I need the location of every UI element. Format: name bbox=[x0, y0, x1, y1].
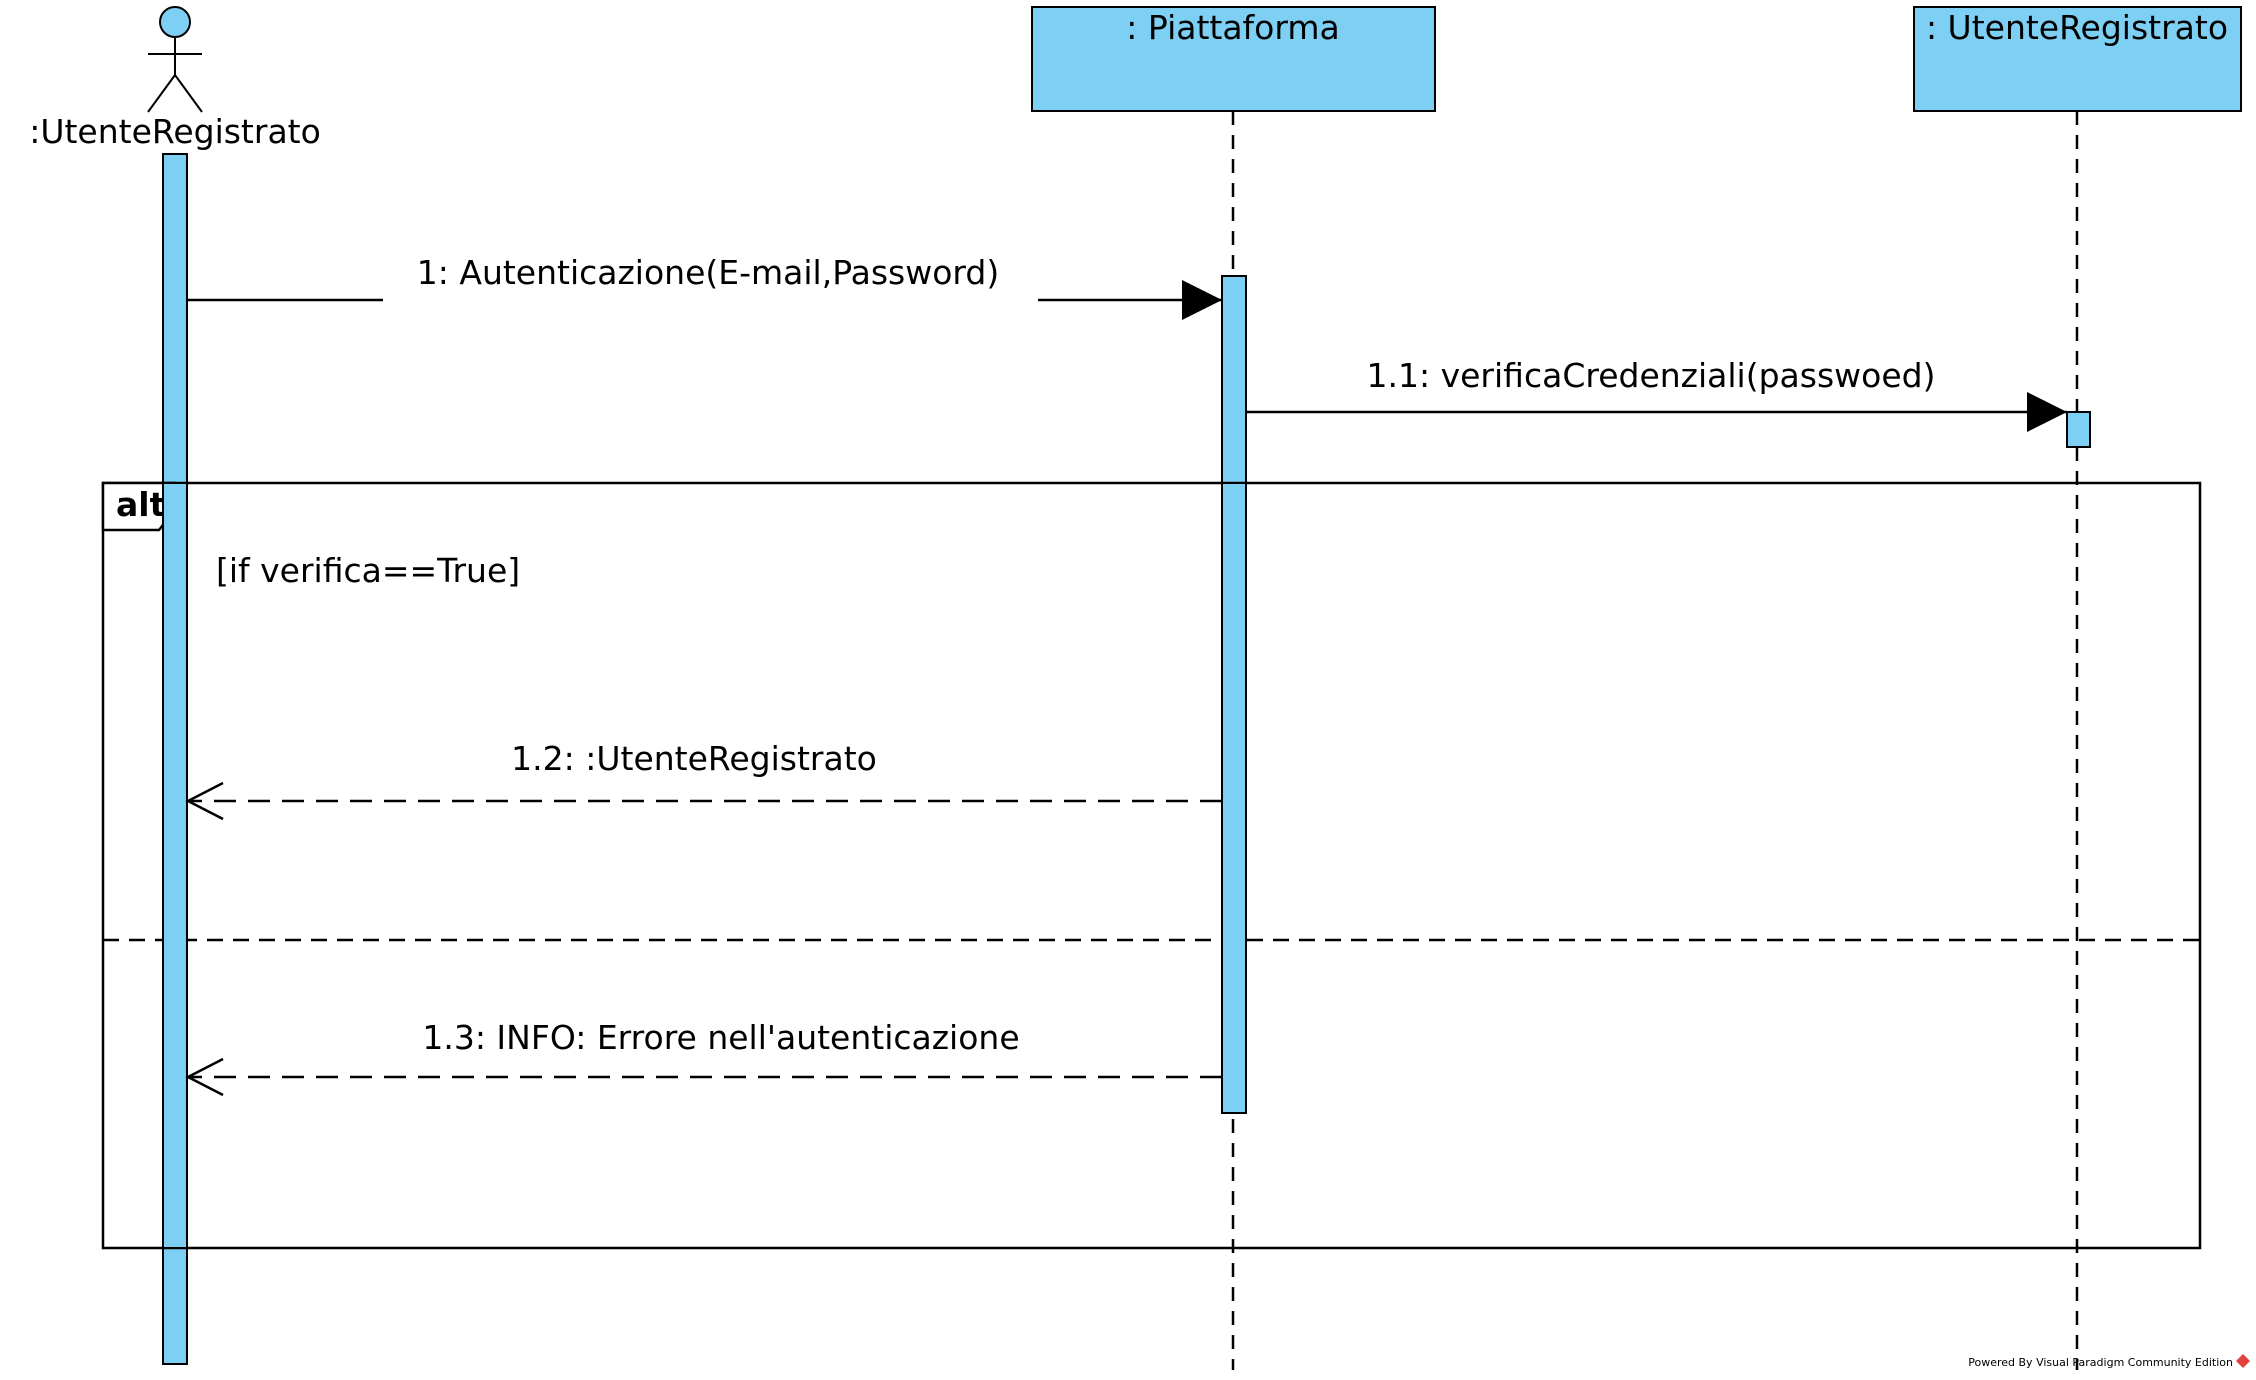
alt-frame bbox=[101, 481, 2202, 1250]
alt-guard-label: [if verifica==True] bbox=[216, 551, 520, 590]
actor-head-icon bbox=[159, 6, 191, 38]
message-1-3-label: 1.3: INFO: Errore nell'autenticazione bbox=[422, 1018, 1019, 1057]
message-1-1-label: 1.1: verificaCredenziali(passwoed) bbox=[1367, 356, 1936, 395]
actor-utente-registrato[interactable]: :UtenteRegistrato bbox=[29, 6, 321, 151]
piattaforma-activation-bar-overlay bbox=[1221, 482, 1247, 1114]
lifeline-label-utente: : UtenteRegistrato bbox=[1926, 8, 2228, 47]
footer-text: Powered By Visual Paradigm Community Edi… bbox=[1968, 1356, 2233, 1369]
actor-leg-right bbox=[174, 74, 203, 113]
lifeline-label-piattaforma: : Piattaforma bbox=[1126, 8, 1339, 47]
message-1-2-arrowhead bbox=[185, 781, 224, 821]
lifeline-utente-registrato[interactable]: : UtenteRegistrato bbox=[1913, 6, 2242, 1370]
message-1-1[interactable]: 1.1: verificaCredenziali(passwoed) bbox=[1246, 356, 2067, 432]
actor-leg-left bbox=[147, 74, 176, 113]
message-1-label: 1: Autenticazione(E-mail,Password) bbox=[417, 253, 999, 292]
message-1-2-label: 1.2: :UtenteRegistrato bbox=[511, 739, 877, 778]
message-1-3-arrowhead bbox=[185, 1057, 224, 1097]
alt-fragment[interactable]: alt [if verifica==True] bbox=[101, 481, 2202, 1250]
visual-paradigm-logo-icon bbox=[2236, 1354, 2250, 1368]
actor-label: :UtenteRegistrato bbox=[29, 112, 321, 151]
alt-operator-label: alt bbox=[116, 485, 166, 524]
footer-watermark: Powered By Visual Paradigm Community Edi… bbox=[1968, 1354, 2250, 1369]
lifeline-head-piattaforma[interactable] bbox=[1031, 6, 1436, 112]
utente-activation-bar bbox=[2066, 411, 2091, 448]
message-1-2[interactable]: 1.2: :UtenteRegistrato bbox=[185, 739, 1222, 821]
message-1-3[interactable]: 1.3: INFO: Errore nell'autenticazione bbox=[185, 1018, 1222, 1097]
message-1[interactable]: 1: Autenticazione(E-mail,Password) bbox=[187, 253, 1222, 320]
actor-activation-bar-overlay bbox=[162, 482, 188, 1249]
lifeline-head-utente[interactable] bbox=[1913, 6, 2242, 112]
